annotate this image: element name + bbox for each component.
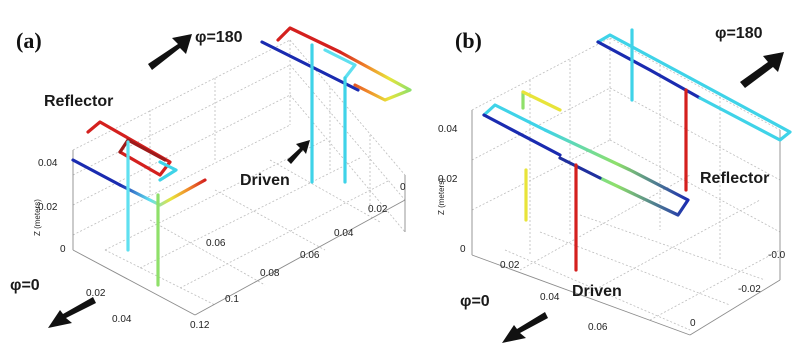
panel-b-x-tick: 0.02 [500, 260, 520, 271]
panel-b-x-tick: 0.04 [540, 292, 560, 303]
panel-a-y-tick: 0.12 [190, 320, 210, 331]
panel-b-driven-label: Driven [572, 283, 622, 300]
panel-b-z-tick: 0.02 [438, 174, 458, 185]
panel-b-phi0-arrow [502, 312, 548, 343]
panel-a-driven-element [260, 26, 412, 184]
panel-a-phi180-label: φ=180 [195, 29, 243, 46]
panel-b-gridlines [471, 37, 781, 331]
panel-b-phi180-label: φ=180 [715, 25, 763, 42]
panel-a-axes-frame [72, 150, 406, 316]
panel-a-label: (a) [16, 28, 42, 53]
panel-a-reflector-element [71, 120, 207, 287]
panel-b-driven-element [482, 90, 690, 272]
panel-b-phi0-label: φ=0 [460, 293, 490, 310]
panel-a-x-tick: 0.04 [112, 314, 132, 325]
panel-b-z-axis-label: Z (meters) [437, 178, 446, 215]
panel-a-y2-tick: 0.06 [300, 250, 320, 261]
panel-b-reflector-label: Reflector [700, 170, 769, 187]
panel-a-z-tick: 0.02 [38, 202, 58, 213]
panel-a-x-tick: 0.02 [86, 288, 106, 299]
panel-a-y2-tick: 0.04 [334, 228, 354, 239]
panel-b-label: (b) [455, 28, 482, 53]
panel-b-reflector-element [596, 28, 792, 192]
panel-b-z-tick: 0 [460, 244, 466, 255]
panel-b: (b) φ=180 φ=0 Reflector Driven Z (meters… [437, 25, 792, 343]
panel-a-z-axis-label: Z (meters) [33, 199, 42, 236]
panel-a-y-tick: 0.08 [260, 268, 280, 279]
panel-b-z-tick: 0.04 [438, 124, 458, 135]
panel-a-phi0-label: φ=0 [10, 277, 40, 294]
panel-a-phi0-arrow [48, 297, 96, 328]
panel-b-y-tick: -0.02 [738, 284, 761, 295]
panel-a-z-tick: 0 [60, 244, 66, 255]
panel-a-y-tick: 0.06 [206, 238, 226, 249]
panel-a-y-tick: 0.1 [225, 294, 239, 305]
panel-a-gridlines [72, 39, 406, 306]
panel-b-phi180-arrow [740, 52, 784, 88]
panel-b-y-tick: -0.0 [768, 250, 786, 261]
panel-b-x-tick: 0.06 [588, 322, 608, 333]
panel-a-y2-tick: 0.02 [368, 204, 388, 215]
panel-a-z-tick: 0.04 [38, 158, 58, 169]
panel-b-axes-frame [471, 110, 781, 336]
panel-a-driven-arrow [287, 140, 310, 164]
panel-a: (a) φ=180 φ=0 Reflector Driven Z (meters… [10, 26, 412, 331]
panel-a-driven-label: Driven [240, 172, 290, 189]
panel-a-y2-tick: 0 [400, 182, 406, 193]
panel-b-y-tick: 0 [690, 318, 696, 329]
panel-a-reflector-label: Reflector [44, 93, 113, 110]
panel-a-phi180-arrow [148, 34, 192, 70]
